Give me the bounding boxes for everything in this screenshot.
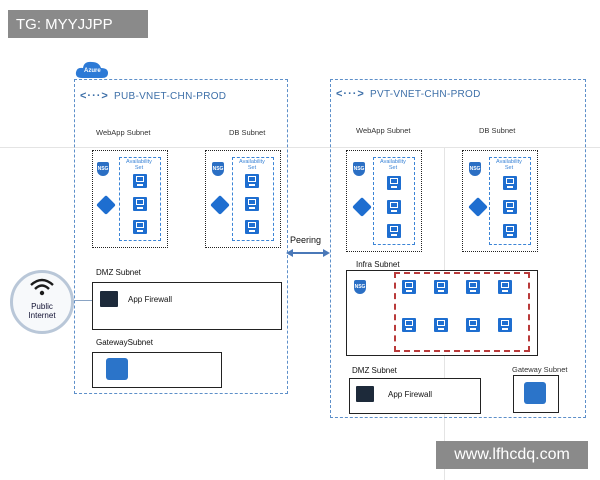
pub-db-subnet-label: DB Subnet	[229, 128, 266, 137]
pub-db-avail-label: Availability Set	[233, 159, 271, 171]
pvt-infra-vm-icon	[466, 318, 480, 332]
pub-db-nsg-icon: NSG	[212, 162, 224, 176]
pub-dmz-subnet	[92, 282, 282, 330]
pvt-vnet-icon: <···>	[336, 88, 365, 100]
public-internet-label: Public Internet	[10, 302, 74, 320]
pub-webapp-availability-set	[119, 157, 161, 241]
watermark-text: www.lfhcdq.com	[454, 446, 570, 463]
pvt-gateway-icon	[524, 382, 546, 404]
internet-connector-line	[74, 300, 92, 301]
pub-webapp-avail-line1: Availability	[126, 159, 152, 165]
peering-arrow-icon	[286, 249, 330, 257]
pub-webapp-avail-label: Availability Set	[120, 159, 158, 171]
azure-cloud-icon	[75, 61, 108, 78]
pvt-infra-nsg-icon: NSG	[354, 280, 366, 294]
pub-webapp-subnet-label: WebApp Subnet	[96, 128, 151, 137]
pvt-db-vm-icon	[503, 176, 517, 190]
pub-dmz-subnet-label: DMZ Subnet	[96, 268, 141, 277]
pvt-webapp-vm-icon	[387, 176, 401, 190]
pub-vnet-container	[74, 79, 288, 394]
pvt-firewall-icon	[356, 386, 374, 402]
pub-gateway-icon	[106, 358, 128, 380]
pvt-db-vm-icon	[503, 224, 517, 238]
pub-db-availability-set	[232, 157, 274, 241]
pvt-webapp-avail-label: Availability Set	[374, 159, 412, 171]
pvt-infra-vm-icon	[434, 280, 448, 294]
header-tag: TG: MYYJJPP	[8, 10, 148, 38]
pub-webapp-vm-icon	[133, 197, 147, 211]
pvt-infra-vm-icon	[498, 318, 512, 332]
pvt-webapp-nsg-icon: NSG	[353, 162, 365, 176]
pvt-db-vm-icon	[503, 200, 517, 214]
azure-label: Azure	[84, 68, 101, 74]
pub-db-vm-icon	[245, 220, 259, 234]
pvt-webapp-subnet-label: WebApp Subnet	[356, 126, 411, 135]
guide-line-horizontal	[0, 147, 600, 148]
pvt-infra-vm-icon	[402, 318, 416, 332]
peering-label: Peering	[290, 235, 322, 245]
pub-webapp-nsg-icon: NSG	[97, 162, 109, 176]
pvt-webapp-vm-icon	[387, 224, 401, 238]
pvt-gateway-subnet-label: Gateway Subnet	[512, 365, 568, 374]
public-internet-line1: Public	[31, 302, 53, 311]
pvt-infra-vm-icon	[434, 318, 448, 332]
pvt-infra-vm-group	[394, 272, 530, 352]
pvt-webapp-avail-line2: Set	[388, 165, 398, 171]
header-tag-text: TG: MYYJJPP	[16, 15, 113, 33]
pvt-db-nsg-icon: NSG	[469, 162, 481, 176]
pvt-vnet-title: PVT-VNET-CHN-PROD	[370, 89, 481, 100]
pub-db-vm-icon	[245, 197, 259, 211]
pvt-app-firewall-label: App Firewall	[388, 390, 433, 399]
pvt-infra-vm-icon	[466, 280, 480, 294]
watermark: www.lfhcdq.com	[436, 441, 588, 469]
pub-db-avail-line2: Set	[247, 165, 257, 171]
pvt-db-subnet-label: DB Subnet	[479, 126, 516, 135]
public-internet-line2: Internet	[28, 311, 56, 320]
pub-webapp-avail-line2: Set	[134, 165, 144, 171]
pvt-db-avail-line2: Set	[504, 165, 514, 171]
pvt-webapp-vm-icon	[387, 200, 401, 214]
pub-vnet-icon: <···>	[80, 90, 109, 102]
pub-gateway-subnet-label: GatewaySubnet	[96, 338, 153, 347]
pvt-infra-subnet-label: Infra Subnet	[356, 260, 400, 269]
pub-db-vm-icon	[245, 174, 259, 188]
wifi-icon	[30, 278, 54, 296]
pub-webapp-vm-icon	[133, 174, 147, 188]
pvt-webapp-avail-line1: Availability	[380, 159, 406, 165]
pvt-db-avail-label: Availability Set	[490, 159, 528, 171]
pvt-db-availability-set	[489, 157, 531, 245]
pub-db-avail-line1: Availability	[239, 159, 265, 165]
pub-firewall-icon	[100, 291, 118, 307]
pvt-webapp-availability-set	[373, 157, 415, 245]
pub-app-firewall-label: App Firewall	[128, 295, 173, 304]
pvt-vnet-container	[330, 79, 586, 418]
pvt-infra-vm-icon	[498, 280, 512, 294]
pvt-infra-vm-icon	[402, 280, 416, 294]
pvt-dmz-subnet-label: DMZ Subnet	[352, 366, 397, 375]
pub-webapp-vm-icon	[133, 220, 147, 234]
pub-vnet-title: PUB-VNET-CHN-PROD	[114, 91, 227, 102]
pvt-db-avail-line1: Availability	[496, 159, 522, 165]
